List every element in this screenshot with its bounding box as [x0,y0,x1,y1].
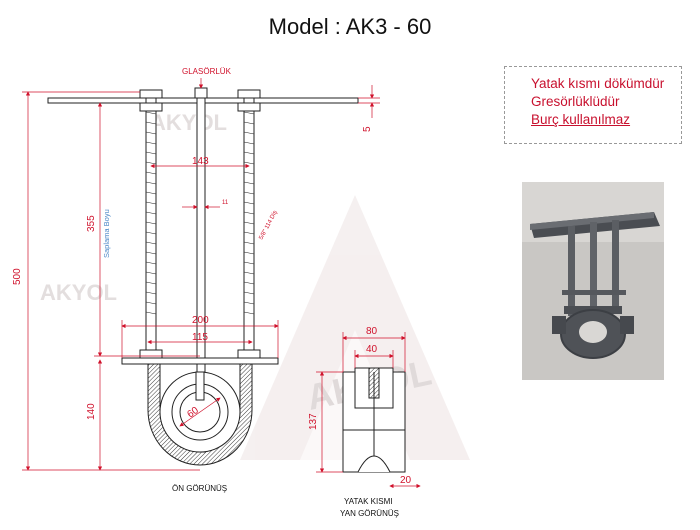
dim-side-height: 137 [308,413,319,430]
note-cast-bearing: Yatak kısmı dökümdür [531,76,665,91]
side-dimensions [316,332,421,489]
dim-side-width: 80 [366,326,378,337]
watermark-text: AKYOL [40,280,117,305]
dim-small-gap: 11 [222,200,229,206]
notes-box: Yatak kısmı dökümdür Gresörlüklüdür Burç… [504,66,682,144]
nut-top-right-2 [237,102,261,112]
dim-side-base: 20 [400,475,412,486]
dim-stud-spacing: 143 [192,156,209,167]
dim-lower-height: 140 [86,403,97,420]
front-dimensions [22,78,380,471]
clamp-plate [121,357,279,365]
dim-stud-length: 355 [86,215,97,232]
watermark-text-2: AKYOL [150,110,227,135]
label-thread: 5/8" 114 Diş [258,210,278,241]
note-no-bushing: Burç kullanılmaz [531,112,631,127]
label-side-view-1: YATAK KISMI [344,497,392,506]
dim-side-inner: 40 [366,344,378,355]
dim-outer-width: 200 [192,315,209,326]
label-front-view: ÖN GÖRÜNÜŞ [172,484,227,493]
nut-low-right [237,349,261,359]
product-photo [522,182,664,380]
nut-top-left [139,89,163,99]
side-view [342,367,406,473]
nut-top-left-2 [139,102,163,112]
dim-total-height: 500 [12,268,23,285]
grease-fitting [194,87,208,99]
label-stud-length: Saplama Boyu [102,209,111,258]
page-title: Model : AK3 - 60 [268,14,432,39]
dim-inner-width: 115 [192,332,208,343]
label-glasorluk: GLASÖRLÜK [182,67,232,76]
note-grease-fitting: Gresörlüklüdür [531,94,620,109]
label-side-view-2: YAN GÖRÜNÜŞ [340,509,399,518]
dim-plate-thickness: 5 [362,126,373,132]
nut-top-right [237,89,261,99]
nut-low-left [139,349,163,359]
